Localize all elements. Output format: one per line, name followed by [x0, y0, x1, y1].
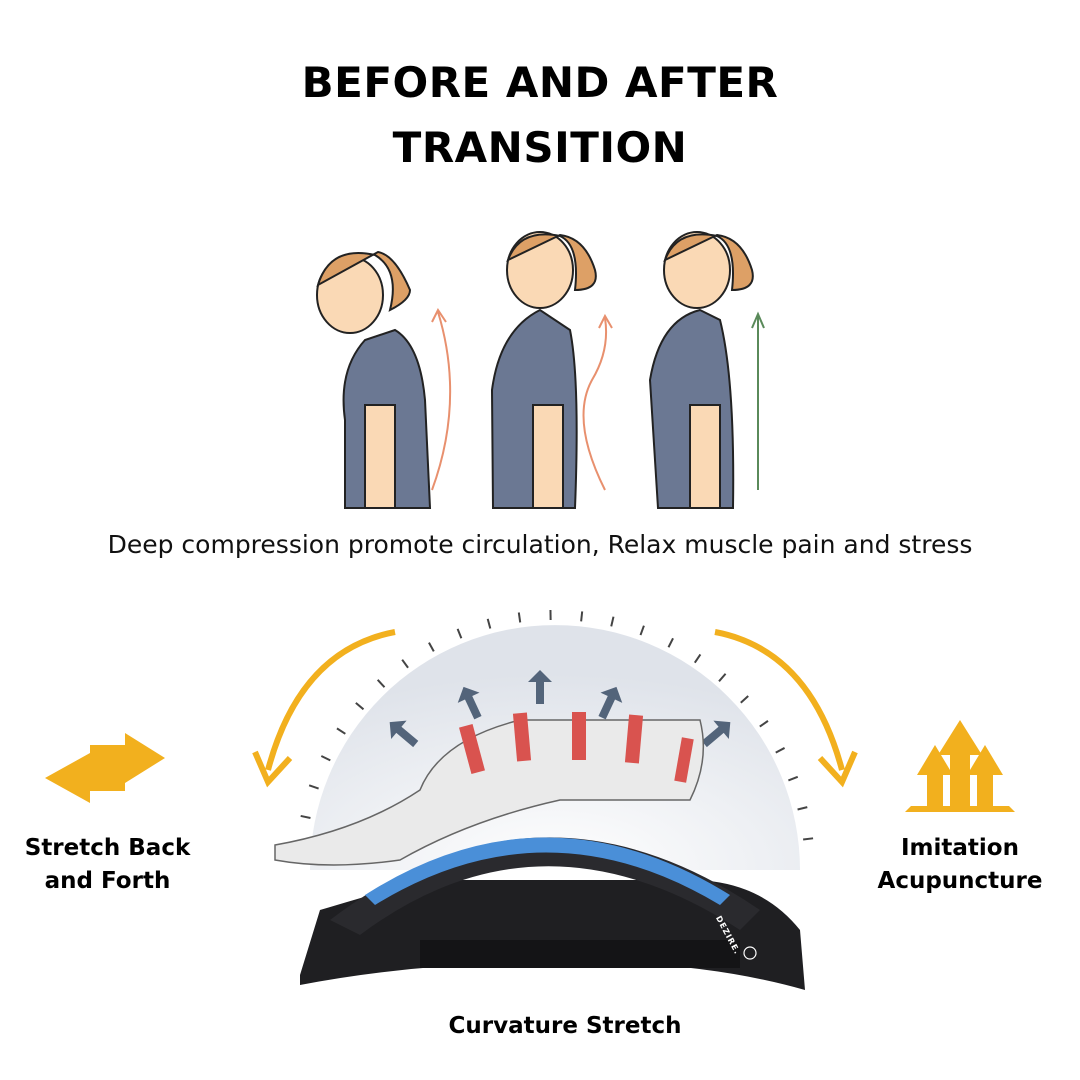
- feature-stretch-label: Stretch Back and Forth: [10, 832, 205, 898]
- tick-mark: [580, 611, 584, 622]
- feature-stretch-line1: Stretch Back: [24, 835, 191, 861]
- tick-mark: [300, 814, 311, 820]
- tick-mark: [336, 727, 346, 735]
- tick-mark: [486, 618, 492, 629]
- feature-acupuncture-line1: Imitation: [901, 835, 1019, 861]
- tick-mark: [740, 695, 749, 704]
- tick-mark: [718, 673, 727, 682]
- feature-acupuncture-label: Imitation Acupuncture: [860, 832, 1060, 898]
- back-stretcher-device: [300, 837, 805, 990]
- woman-slouched: [316, 250, 452, 509]
- double-arrow-icon: [45, 733, 165, 803]
- feature-stretch-line2: and Forth: [44, 868, 171, 894]
- tick-mark: [308, 784, 319, 790]
- woman-upright: [648, 231, 765, 509]
- tick-mark: [788, 775, 799, 782]
- tick-mark: [517, 612, 522, 623]
- feature-acupuncture-line2: Acupuncture: [877, 868, 1043, 894]
- tick-mark: [610, 616, 615, 627]
- tick-mark: [667, 637, 674, 648]
- woman-curved: [490, 231, 613, 509]
- up-arrows: [389, 670, 731, 748]
- tick-mark: [775, 747, 786, 754]
- tick-mark: [797, 806, 808, 811]
- tick-mark: [428, 642, 435, 652]
- feature-curvature-label: Curvature Stretch: [448, 1013, 682, 1039]
- up-arrows-icon: [905, 720, 1015, 812]
- tick-mark: [355, 702, 365, 711]
- curved-arrow-left: [265, 629, 396, 771]
- curved-arrow-right: [714, 629, 845, 771]
- tick-mark: [803, 837, 814, 841]
- title-line-1: BEFORE AND AFTER: [301, 58, 779, 107]
- tick-mark: [376, 679, 386, 688]
- tick-mark: [759, 720, 769, 728]
- spine-illustration: [274, 712, 705, 866]
- tick-mark: [401, 659, 409, 669]
- tick-marks: [295, 610, 814, 850]
- tick-mark: [320, 755, 331, 762]
- brand-logo-mark: [743, 946, 757, 960]
- tick-mark: [639, 625, 645, 636]
- tick-mark: [456, 628, 463, 639]
- tick-mark: [693, 653, 702, 664]
- caption: Deep compression promote circulation, Re…: [107, 530, 973, 559]
- title-line-2: TRANSITION: [392, 123, 688, 172]
